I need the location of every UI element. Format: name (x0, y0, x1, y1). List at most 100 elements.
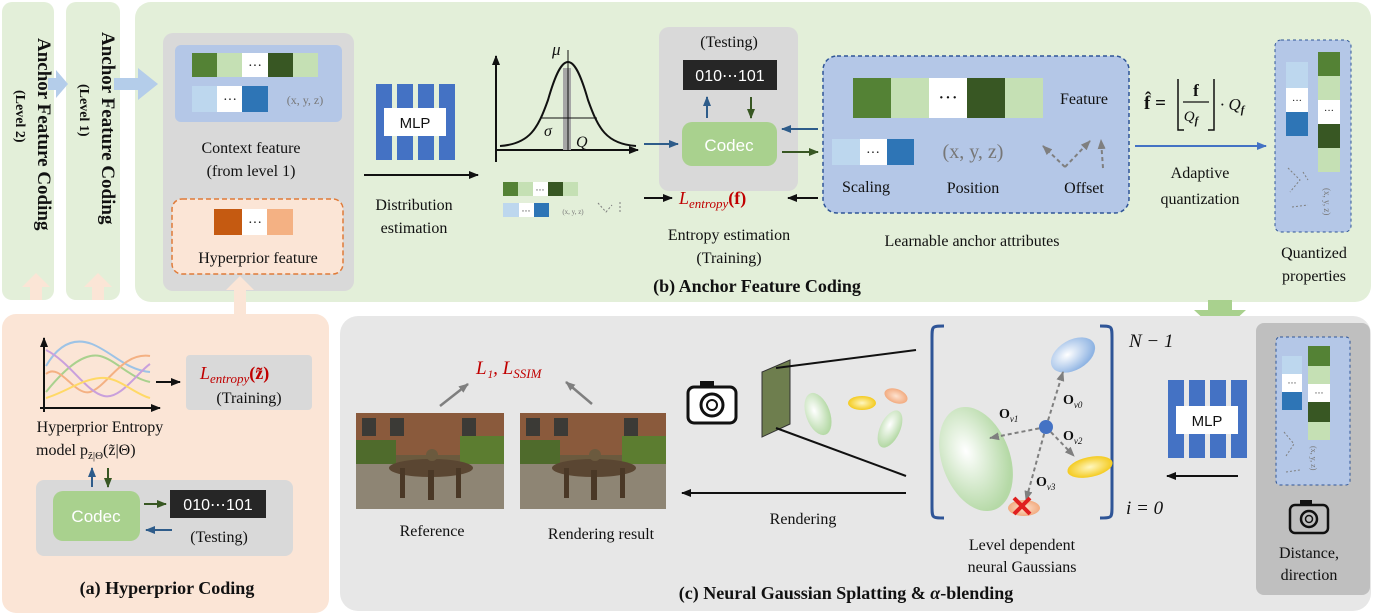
hyperprior-entropy-box (186, 355, 312, 410)
level2-to-level1-arrow (48, 70, 68, 98)
rendering-label: Rendering (770, 511, 837, 528)
context-feature-sublabel: (from level 1) (207, 163, 296, 180)
anchor-offset-label: Offset (1064, 180, 1104, 197)
hyperprior-model-formula: model pz̃|Θ(z̃|Θ) (36, 442, 136, 462)
offset-v2: Ov2 (1063, 429, 1083, 446)
level2-subtitle: (Level 2) (12, 90, 27, 143)
mini-dots-1: ··· (536, 185, 545, 195)
level1-to-context-arrow (114, 68, 158, 100)
level2-panel (2, 2, 54, 300)
view-dots-1: ··· (1315, 388, 1324, 398)
section-c-caption: (c) Neural Gaussian Splatting & α-blendi… (679, 583, 1014, 604)
view-feature-column: ··· (1308, 346, 1330, 440)
result-label: Rendering result (548, 526, 655, 543)
hyperprior-training-label: (Training) (216, 390, 281, 407)
level2-title: Anchor Feature Coding (33, 38, 54, 231)
gauss-q: Q (576, 134, 588, 151)
entropy-estimation-label: Entropy estimation (668, 227, 790, 244)
times-q: · Qf (1220, 95, 1246, 116)
mini-dots-2: ··· (522, 206, 531, 216)
view-offset-icon (1283, 431, 1301, 473)
fhat-label: f̂ = (1144, 92, 1166, 114)
camera-icon (686, 381, 738, 425)
mlp-label-bottom: MLP (1192, 413, 1223, 430)
hyperprior-model-label: Hyperprior Entropy (37, 419, 164, 436)
anchor-position-value: (x, y, z) (943, 141, 1004, 163)
quantization-formula: f̂ = f Qf · Qf (1144, 79, 1246, 131)
quant-dots-2: ··· (1292, 96, 1302, 107)
gaussians-bracket-right (1099, 324, 1114, 520)
anchor-scaling-label: Scaling (842, 179, 890, 196)
codec-top (682, 122, 777, 166)
pruned-x-icon (1012, 496, 1032, 516)
frustum-bottom-line (775, 427, 907, 477)
anchor-feature-dots: ··· (938, 87, 958, 109)
distribution-sublabel: estimation (381, 220, 448, 237)
quant-xyz: (x, y, z) (1322, 188, 1332, 215)
hyperprior-codec (53, 491, 140, 541)
mlp-block-top: MLP (376, 84, 455, 160)
bitstream-hyper-text: 010⋯101 (183, 497, 252, 514)
reference-to-loss-arrow (439, 383, 469, 407)
reference-label: Reference (400, 523, 465, 540)
anchor-attributes-caption: Learnable anchor attributes (884, 233, 1059, 250)
gauss-mu: μ (551, 40, 561, 59)
entropy-training-label: (Training) (696, 250, 761, 267)
hyperprior-dots: ··· (248, 216, 262, 231)
viewpoint-camera-icon (1288, 500, 1330, 535)
offset-v3: Ov3 (1036, 475, 1056, 492)
context-scaling-vector: ··· (192, 86, 268, 112)
hyperprior-feature-label: Hyperprior feature (198, 250, 318, 267)
level-n-minus-1: N − 1 (1128, 331, 1174, 352)
quantized-label: Quantized (1281, 245, 1347, 262)
gauss-sigma: σ (544, 123, 553, 140)
bitstream-top-text: 010⋯101 (695, 68, 764, 85)
offset-arrows-icon (1042, 139, 1106, 169)
level1-title-group: Anchor Feature Coding (Level 1) (76, 32, 118, 225)
rendering-result-image (520, 413, 666, 509)
hyperprior-codec-label: Codec (71, 507, 121, 526)
level-i-zero: i = 0 (1126, 498, 1164, 519)
direction-label: direction (1281, 567, 1338, 584)
mlp-block-bottom: MLP (1168, 380, 1247, 458)
codec-box-top (659, 27, 798, 191)
gaussians-sublabel: neural Gaussians (968, 559, 1077, 576)
reference-image (356, 413, 504, 509)
offset-v1: Ov1 (999, 407, 1018, 424)
level1-panel (66, 2, 120, 300)
result-to-loss-arrow (565, 381, 593, 405)
context-scaling-dots: ··· (223, 93, 237, 108)
context-feature-vector: ··· (192, 53, 318, 77)
quantized-scaling-column: ··· (1286, 62, 1308, 136)
view-scaling-column: ··· (1282, 356, 1302, 410)
quant-dots-1: ··· (1324, 106, 1334, 117)
context-feature-label: Context feature (201, 140, 300, 157)
gaussians-bracket-left (930, 324, 945, 520)
splatted-gaussians (804, 388, 908, 448)
adaptive-label: Adaptive (1171, 165, 1230, 182)
mini-attributes: ··· ··· (x, y, z) (503, 182, 621, 217)
gaussian-plot: μ σ Q (492, 40, 639, 162)
mlp-label-top: MLP (400, 115, 431, 132)
hyperprior-testing-label: (Testing) (190, 529, 248, 546)
anchor-scaling-vector: ··· (832, 139, 914, 165)
bitstream-hyper (170, 490, 266, 518)
anchor-position-label: Position (947, 180, 999, 197)
hyper-to-level1-arrow (84, 273, 112, 300)
hyperprior-entropy-z: Lentropy(z̃) (199, 363, 269, 386)
quant-offset-icon (1287, 167, 1309, 208)
entropy-f: Lentropy(f) (678, 188, 746, 211)
mini-xyz: (x, y, z) (562, 208, 584, 216)
image-plane-icon (761, 359, 791, 438)
frustum-top-line (775, 349, 917, 369)
distance-label: Distance, (1279, 545, 1339, 562)
entropy-estimation-bg (647, 221, 813, 269)
hyper-to-context-arrow (226, 276, 254, 316)
quantized-feature-column: ··· (1318, 52, 1340, 172)
view-dots-2: ··· (1288, 378, 1297, 388)
anchor-feature-vector: ··· (853, 78, 1043, 118)
properties-label: properties (1282, 268, 1346, 285)
level1-title: Anchor Feature Coding (97, 32, 118, 225)
section-b-caption: (b) Anchor Feature Coding (653, 276, 861, 297)
